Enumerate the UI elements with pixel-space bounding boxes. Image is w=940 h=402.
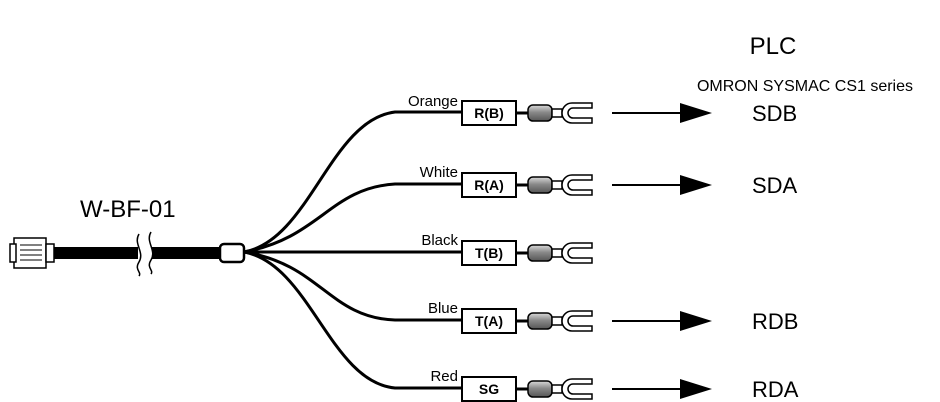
wire-blue — [243, 250, 462, 322]
wire-white — [243, 182, 462, 254]
wire-color-label: White — [420, 164, 458, 181]
crimp-terminal-icon — [516, 242, 593, 264]
plc-subtitle: OMRON SYSMAC CS1 series — [697, 78, 913, 95]
crimp-terminal-icon — [516, 174, 593, 196]
arrow-right-icon — [612, 175, 712, 195]
plc-signal-label: RDA — [752, 377, 799, 402]
fanout-wires — [243, 110, 462, 390]
cable-label: W-BF-01 — [80, 196, 176, 223]
terminal-tag-label: R(A) — [474, 177, 504, 193]
terminal-tag-label: R(B) — [474, 105, 504, 121]
plc-signal-label: RDB — [752, 309, 798, 334]
terminal-tag: T(B) — [461, 240, 517, 266]
wire-red — [243, 250, 462, 390]
terminal-tag-label: T(B) — [475, 245, 503, 261]
wire-color-label: Orange — [408, 93, 458, 110]
terminal-tag: R(B) — [461, 100, 517, 126]
wire-color-label: Black — [421, 232, 458, 249]
wire-color-label: Red — [430, 368, 458, 385]
modular-plug-icon — [9, 237, 55, 269]
crimp-terminal-icon — [516, 310, 593, 332]
terminal-tag: SG — [461, 376, 517, 402]
arrow-right-icon — [612, 311, 712, 331]
arrow-right-icon — [612, 379, 712, 399]
terminal-tag-label: SG — [479, 381, 499, 397]
crimp-terminal-icon — [516, 378, 593, 400]
plc-signal-label: SDA — [752, 173, 798, 198]
wire-color-label: Blue — [428, 300, 458, 317]
terminal-tag: T(A) — [461, 308, 517, 334]
terminal-tag: R(A) — [461, 172, 517, 198]
wire-orange — [243, 110, 462, 254]
main-cable — [54, 247, 222, 259]
cable-sleeve — [218, 242, 246, 264]
arrow-right-icon — [612, 103, 712, 123]
plc-title: PLC — [750, 33, 797, 60]
plc-signal-label: SDB — [752, 101, 797, 126]
terminal-tag-label: T(A) — [475, 313, 503, 329]
crimp-terminal-icon — [516, 102, 593, 124]
cable-break-icon — [136, 231, 154, 277]
